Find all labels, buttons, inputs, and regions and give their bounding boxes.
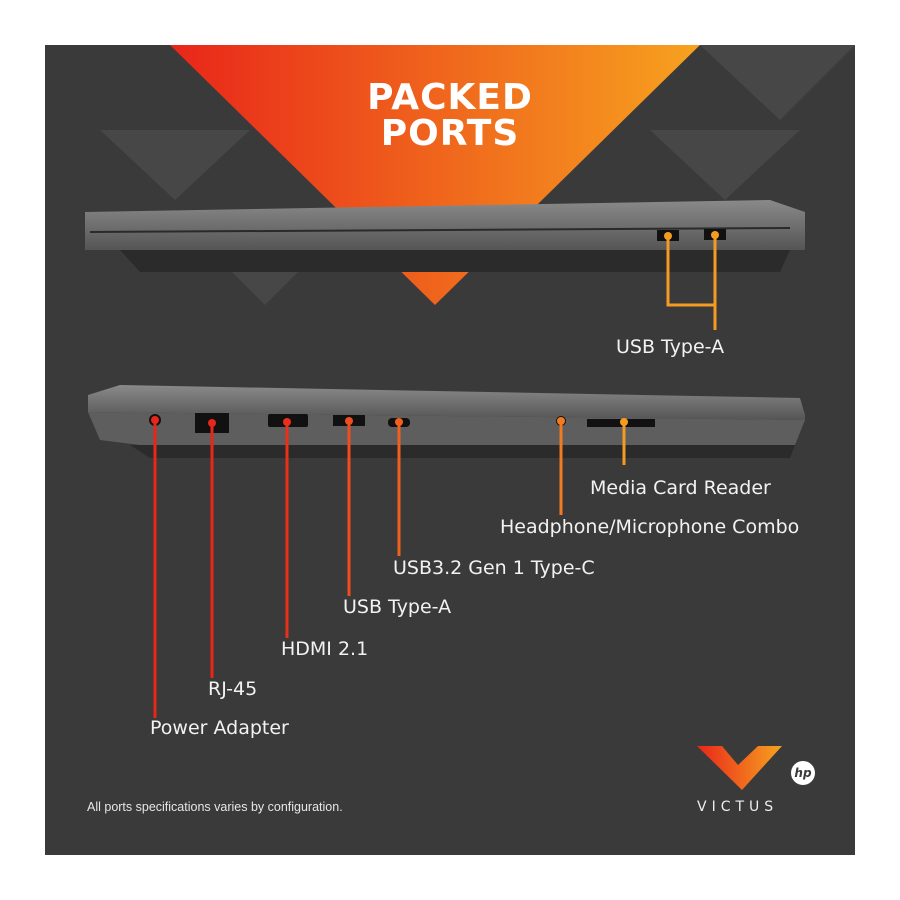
port-dots: [151, 416, 628, 427]
laptop-top-view: [85, 200, 805, 272]
callout-usb-top: [666, 235, 717, 330]
footnote: All ports specifications varies by confi…: [87, 800, 343, 814]
label-media-card-reader: Media Card Reader: [590, 477, 771, 499]
hp-logo: hp: [791, 761, 815, 785]
victus-logo-mark: [697, 746, 782, 790]
headline-line-1: PACKED: [367, 77, 533, 118]
callout-lines: [153, 420, 626, 718]
decorative-pattern: [100, 45, 855, 305]
headline-triangle: [170, 45, 700, 305]
label-hdmi: HDMI 2.1: [281, 638, 369, 660]
label-power-adapter: Power Adapter: [150, 717, 289, 739]
label-usb-type-a-top: USB Type-A: [616, 336, 725, 358]
label-usb-type-a: USB Type-A: [343, 596, 452, 618]
headline-line-2: PORTS: [380, 113, 520, 154]
label-rj45: RJ-45: [208, 678, 258, 700]
laptop-side-view: [88, 385, 805, 458]
label-usb-c: USB3.2 Gen 1 Type-C: [393, 557, 595, 579]
label-headphone-combo: Headphone/Microphone Combo: [500, 516, 800, 538]
brand-name: VICTUS: [697, 799, 779, 815]
